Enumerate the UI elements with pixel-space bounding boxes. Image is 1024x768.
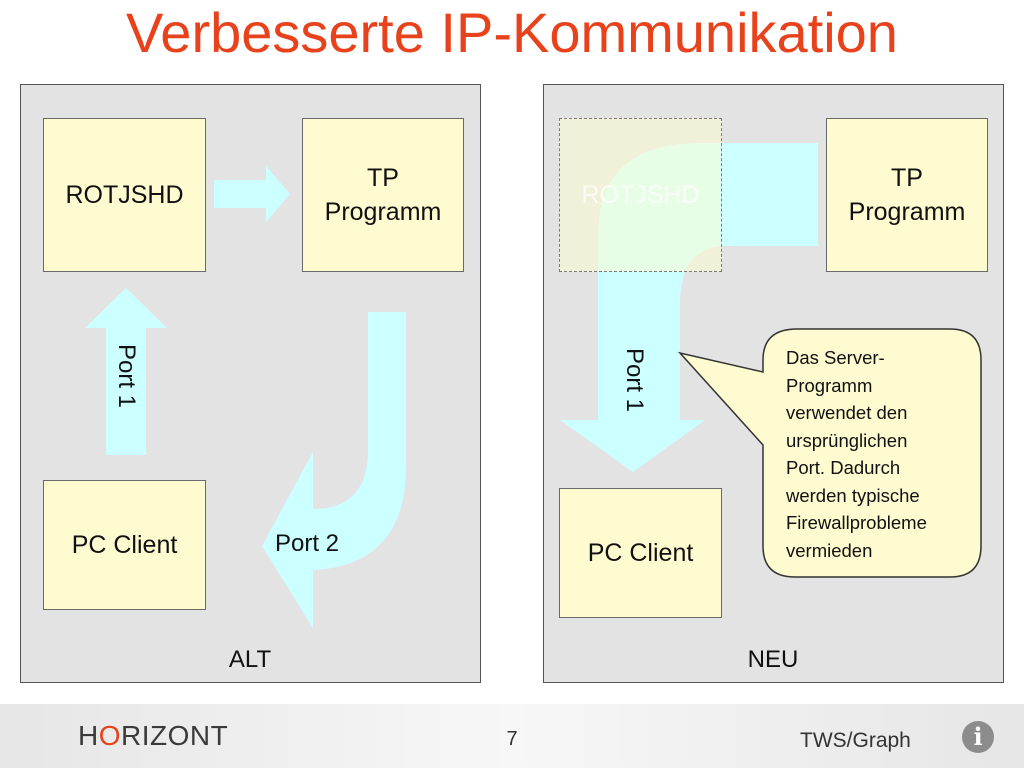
callout-line: Programm [786,374,873,396]
box-tp-programm-alt: TP Programm [302,118,464,272]
caption-neu: NEU [747,646,799,673]
tp-neu-label-line1: TP [891,164,923,192]
brand-logo: HORIZONT [78,720,228,752]
arrow-rotjshd-to-tp [214,166,290,222]
tp-alt-label-line2: Programm [324,198,442,226]
callout-text: Das Server- Programm verwendet den urspr… [786,344,927,564]
page-number: 7 [506,728,518,750]
port2-alt-label: Port 2 [274,530,340,557]
tp-neu-label-line2: Programm [848,198,966,226]
callout-line: werden typische [786,484,920,506]
arrow-port1-up [85,288,167,455]
pc-client-alt-label: PC Client [71,531,178,559]
callout-line: vermieden [786,539,873,561]
callout-line: Das Server- [786,347,885,368]
box-rotjshd-alt: ROTJSHD [43,118,206,272]
info-icon[interactable]: i [962,721,994,753]
callout-line: ursprünglichen [786,429,908,451]
footer-right-text: TWS/Graph [800,729,911,752]
box-pc-client-neu: PC Client [559,488,722,618]
pc-client-neu-label: PC Client [587,539,694,567]
callout-shape [677,328,982,578]
box-rotjshd-neu: ROTJSHD [559,118,722,272]
arrow-port2-curved [262,312,406,628]
brand-accent: O [98,720,122,751]
callout-line: verwendet den [786,402,908,423]
rotjshd-neu-label: ROTJSHD [581,181,700,209]
callout-line: Port. Dadurch [786,457,901,478]
brand-rest: RIZONT [121,720,229,751]
box-tp-programm-neu: TP Programm [826,118,988,272]
caption-alt: ALT [228,646,272,673]
brand-first: H [78,720,99,751]
tp-alt-label-line1: TP [367,164,399,192]
box-pc-client-alt: PC Client [43,480,206,610]
callout-line: Firewallprobleme [786,512,927,533]
rotjshd-alt-label: ROTJSHD [65,181,184,209]
slide-title: Verbesserte IP-Kommunikation [126,1,898,64]
footer-bar [0,704,1024,768]
